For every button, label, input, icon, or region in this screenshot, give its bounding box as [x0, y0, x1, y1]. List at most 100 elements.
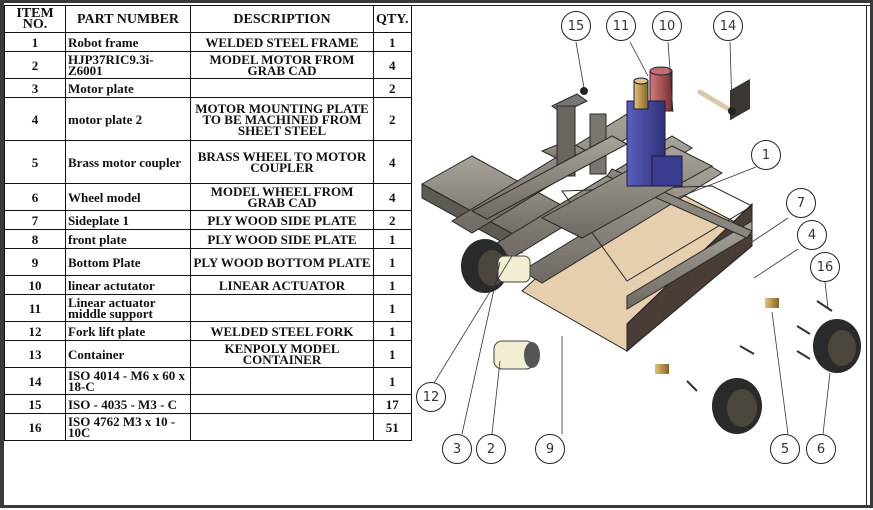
description-cell: PLY WOOD SIDE PLATE [190, 210, 374, 230]
balloon-5: 5 [770, 434, 800, 464]
item-no-cell: 7 [4, 210, 66, 230]
qty-cell: 2 [373, 210, 412, 230]
description-cell: MODEL WHEEL FROM GRAB CAD [190, 183, 374, 211]
item-no-cell: 14 [4, 367, 66, 395]
qty-cell: 1 [373, 340, 412, 368]
part-number-cell: ISO 4762 M3 x 10 - 10C [65, 413, 191, 441]
item-no-cell: 3 [4, 78, 66, 98]
balloon-10: 10 [652, 11, 682, 41]
qty-cell: 1 [373, 32, 412, 52]
assembly-illustration [420, 41, 861, 435]
qty-cell: 17 [373, 394, 412, 414]
qty-cell: 4 [373, 183, 412, 211]
bom-header-row: ITEM NO. PART NUMBER DESCRIPTION QTY. [4, 5, 412, 33]
balloon-1: 1 [751, 140, 781, 170]
balloon-9: 9 [535, 434, 565, 464]
qty-cell: 2 [373, 78, 412, 98]
part-number-cell: Brass motor coupler [65, 140, 191, 184]
item-no-cell: 5 [4, 140, 66, 184]
sheet-border-right [870, 0, 873, 508]
part-number-cell: ISO 4014 - M6 x 60 x 18-C [65, 367, 191, 395]
item-no-cell: 15 [4, 394, 66, 414]
description-cell [190, 413, 374, 441]
header-description: DESCRIPTION [190, 5, 374, 33]
drawing-frame-right [866, 5, 867, 505]
balloon-16: 16 [810, 252, 840, 282]
header-qty: QTY. [373, 5, 412, 33]
qty-cell: 4 [373, 51, 412, 79]
part-number-cell: Container [65, 340, 191, 368]
header-part-number: PART NUMBER [65, 5, 191, 33]
item-no-cell: 10 [4, 275, 66, 295]
leader-lines [433, 41, 831, 435]
qty-cell: 51 [373, 413, 412, 441]
part-number-cell: Fork lift plate [65, 321, 191, 341]
item-no-cell: 6 [4, 183, 66, 211]
description-cell: KENPOLY MODEL CONTAINER [190, 340, 374, 368]
header-item-no: ITEM NO. [4, 5, 66, 33]
brass-couplers [655, 298, 779, 374]
description-cell: PLY WOOD SIDE PLATE [190, 229, 374, 249]
part-number-cell: front plate [65, 229, 191, 249]
balloon-2: 2 [476, 434, 506, 464]
part-number-cell: Motor plate [65, 78, 191, 98]
qty-cell: 1 [373, 367, 412, 395]
part-number-cell: Linear actuator middle support [65, 294, 191, 322]
description-cell: MODEL MOTOR FROM GRAB CAD [190, 51, 374, 79]
sheet-border-top [0, 0, 873, 3]
item-no-cell: 13 [4, 340, 66, 368]
balloon-11: 11 [606, 11, 636, 41]
screws-16 [686, 300, 833, 392]
qty-cell: 2 [373, 97, 412, 141]
loose-motor [493, 340, 540, 370]
balloon-6: 6 [806, 434, 836, 464]
linear-actuator [626, 66, 683, 187]
description-cell [190, 394, 374, 414]
item-no-cell: 11 [4, 294, 66, 322]
part-number-cell: HJP37RIC9.3i-Z6001 [65, 51, 191, 79]
part-number-cell: ISO - 4035 - M3 - C [65, 394, 191, 414]
drawing-frame-top [4, 5, 870, 6]
item-no-cell: 16 [4, 413, 66, 441]
sheet-border-left [0, 0, 4, 508]
robot-frame [420, 93, 754, 310]
item-no-cell: 2 [4, 51, 66, 79]
description-cell [190, 294, 374, 322]
item-no-cell: 9 [4, 248, 66, 276]
description-cell [190, 367, 374, 395]
qty-cell: 1 [373, 321, 412, 341]
sheet-border-bottom [0, 505, 873, 508]
description-cell: WELDED STEEL FRAME [190, 32, 374, 52]
bottom-wheel [712, 378, 762, 434]
item-no-cell: 4 [4, 97, 66, 141]
qty-cell: 4 [373, 140, 412, 184]
description-cell: BRASS WHEEL TO MOTOR COUPLER [190, 140, 374, 184]
balloon-15: 15 [561, 11, 591, 41]
part-number-cell: Sideplate 1 [65, 210, 191, 230]
qty-cell: 1 [373, 294, 412, 322]
part-number-cell: linear actutator [65, 275, 191, 295]
part-number-cell: motor plate 2 [65, 97, 191, 141]
item-no-cell: 1 [4, 32, 66, 52]
balloon-12: 12 [416, 382, 446, 412]
qty-cell: 1 [373, 248, 412, 276]
part-number-cell: Bottom Plate [65, 248, 191, 276]
nut-15 [580, 87, 588, 95]
description-cell: LINEAR ACTUATOR [190, 275, 374, 295]
part-number-cell: Robot frame [65, 32, 191, 52]
balloon-14: 14 [713, 11, 743, 41]
